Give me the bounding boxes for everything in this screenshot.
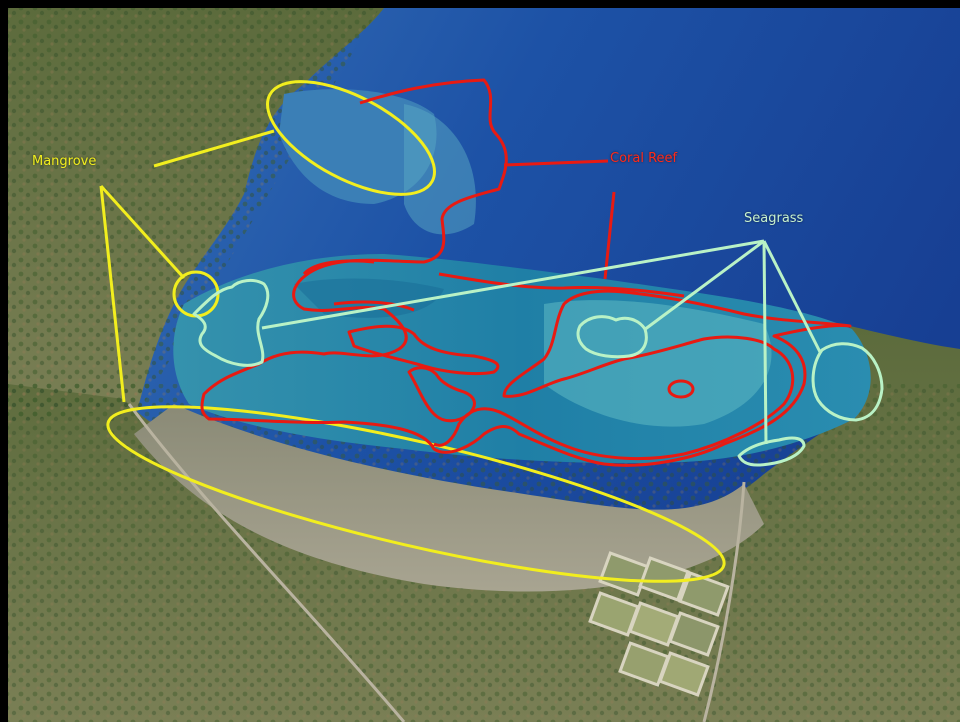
seagrass-annotations: [192, 239, 884, 467]
tidal-flat: [134, 404, 764, 592]
coral-reef-leader-1: [503, 159, 609, 167]
coral-reef-leader-2: [603, 191, 616, 280]
seagrass-outline-east: [811, 342, 884, 422]
coral-reef-outline-west: [302, 259, 415, 312]
mangrove-south-ellipse: [106, 405, 726, 583]
mangrove-leader-south: [99, 185, 126, 403]
seagrass-leader-west: [261, 239, 765, 330]
seagrass-outline-center: [576, 315, 648, 359]
coastal-road: [127, 403, 406, 722]
mangrove-north-ellipse: [266, 80, 436, 196]
seagrass-leader-center: [643, 239, 765, 332]
aerial-coast-photo: [8, 8, 960, 722]
mangrove-label: Mangrove: [32, 154, 97, 169]
seagrass-leader-east: [762, 240, 822, 353]
salt-ponds: [588, 551, 730, 697]
coral-reef-label: Coral Reef: [610, 151, 678, 166]
seagrass-label: Seagrass: [744, 211, 804, 226]
seagrass-outline-west: [192, 278, 270, 367]
coral-reef-patch: [667, 379, 695, 399]
mangrove-leader-north: [153, 129, 275, 168]
mangrove-leader-west: [99, 184, 186, 280]
seagrass-leader-south: [762, 240, 768, 445]
coral-reef-outline-inner: [347, 272, 685, 423]
